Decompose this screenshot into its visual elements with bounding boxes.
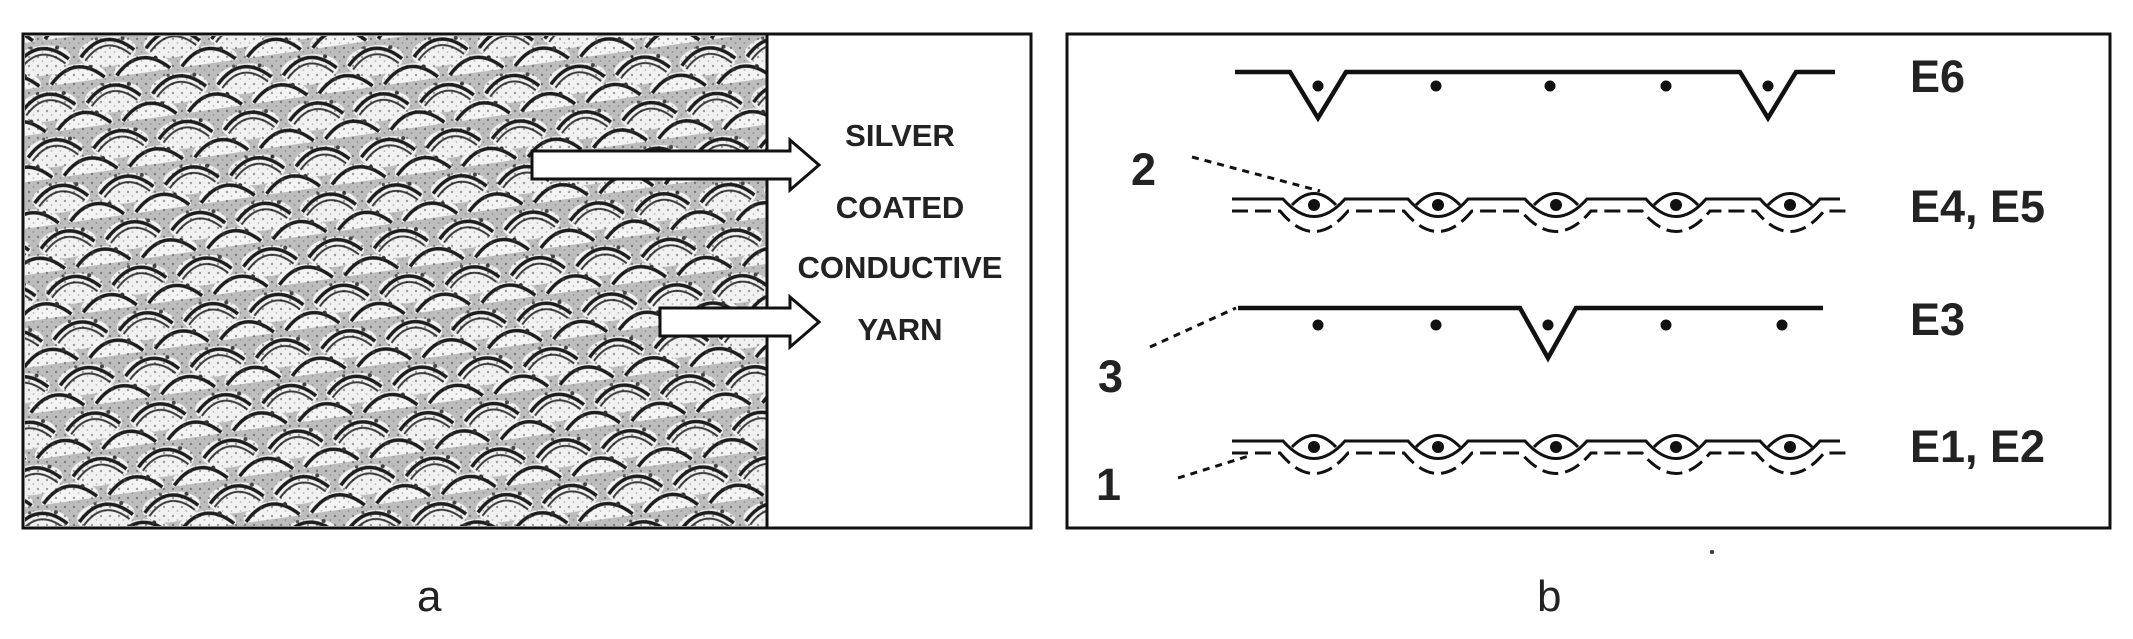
yarn-label-line-2: COATED [836, 190, 965, 225]
needle-dot [1308, 199, 1320, 211]
notation-row-e1-e2 [1232, 434, 1846, 475]
needle-dot [1762, 80, 1774, 92]
needle-dot [1544, 80, 1556, 92]
caption-a: a [417, 572, 442, 621]
needle-dot [1312, 80, 1324, 92]
needle-dot [1308, 441, 1320, 453]
needle-dot [1784, 441, 1796, 453]
fabric-photo [25, 36, 767, 526]
notation-row-e6 [1235, 69, 1835, 123]
needle-dot [1550, 199, 1562, 211]
needle-dot [1432, 441, 1444, 453]
callout-number-1: 1 [1096, 459, 1121, 510]
panel-b: E6 E4, E5 E3 E1, E2 2 3 1 [1065, 32, 2112, 554]
callout-leader-2 [1191, 155, 1321, 193]
notation-row-e4-e5 [1232, 192, 1846, 233]
needle-dot [1776, 319, 1788, 331]
caption-b: b [1537, 572, 1562, 621]
row-label-e1-e2: E1, E2 [1910, 421, 2045, 472]
needle-dot [1430, 80, 1442, 92]
yarn-arrow-lower [658, 293, 822, 351]
callout-number-2: 2 [1131, 144, 1156, 195]
yarn-label-line-3: CONDUCTIVE [798, 250, 1003, 285]
row-label-e3: E3 [1910, 294, 1965, 345]
needle-dot [1660, 319, 1672, 331]
stray-dot [1710, 550, 1714, 554]
needle-dot [1542, 319, 1554, 331]
needle-dot [1430, 319, 1442, 331]
needle-dot [1432, 199, 1444, 211]
needle-dot [1670, 441, 1682, 453]
needle-dot [1670, 199, 1682, 211]
yarn-label-line-1: SILVER [845, 118, 955, 153]
callout-number-3: 3 [1098, 351, 1123, 402]
callout-leader-3 [1149, 306, 1237, 349]
notation-row-e3 [1238, 305, 1823, 363]
panel-b-frame [1065, 32, 2112, 530]
needle-dot [1660, 80, 1672, 92]
needle-dot [1784, 199, 1796, 211]
needle-dot [1312, 319, 1324, 331]
panel-a: SILVER COATED CONDUCTIVE YARN [21, 32, 1033, 530]
yarn-label: SILVER COATED CONDUCTIVE YARN [798, 118, 1003, 347]
row-label-e6: E6 [1910, 51, 1965, 102]
row-label-e4-e5: E4, E5 [1910, 181, 2045, 232]
needle-dot [1550, 441, 1562, 453]
yarn-arrow-upper [530, 136, 822, 194]
yarn-label-line-4: YARN [858, 312, 943, 347]
